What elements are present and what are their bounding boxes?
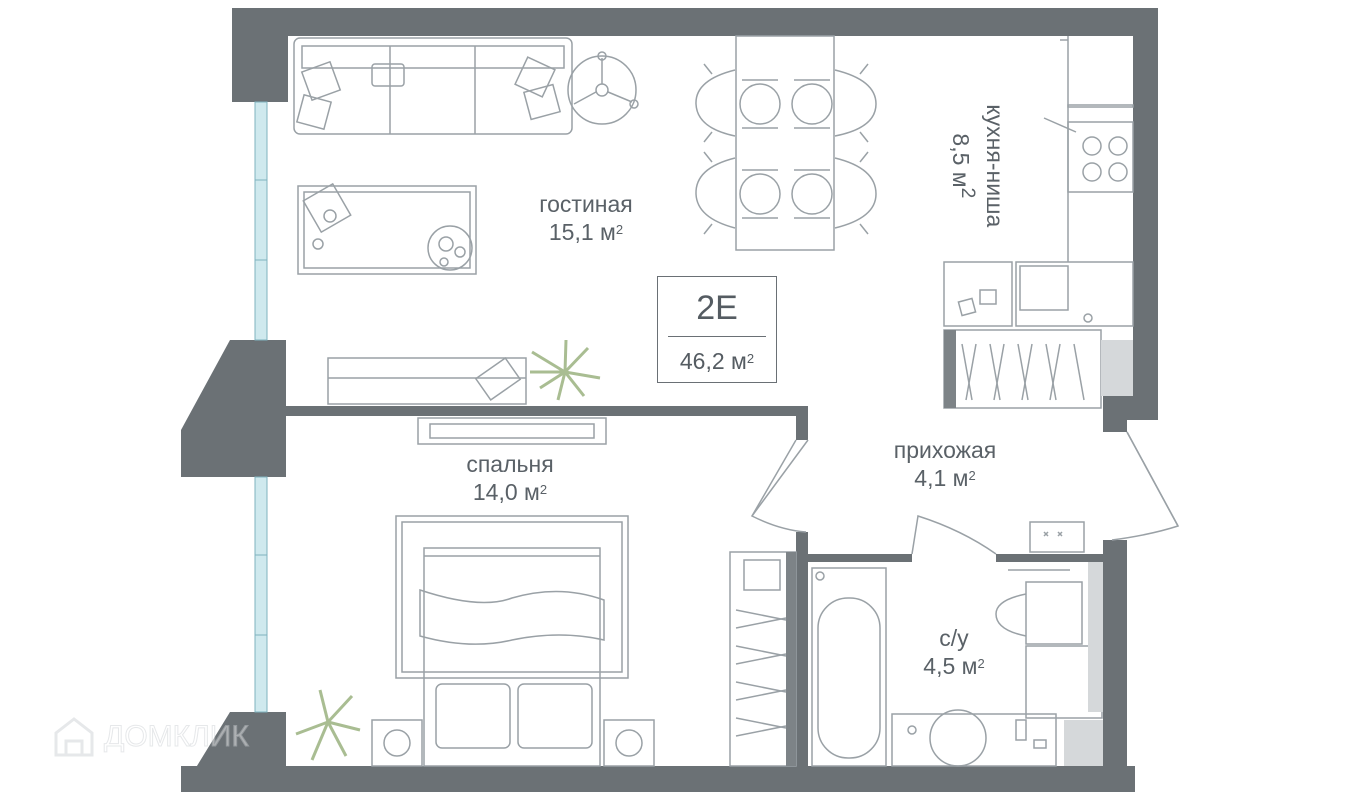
house-logo-icon — [54, 717, 94, 757]
bathroom-label: с/у 4,5 м2 — [854, 624, 1054, 680]
plant-living — [530, 339, 601, 401]
round-table — [567, 51, 639, 125]
doors — [750, 431, 1180, 555]
hallway-name: прихожая — [893, 437, 997, 463]
wardrobe-kitchen — [943, 329, 1133, 409]
kitchen-label: кухня-ниша 8,5 м2 — [948, 55, 1008, 245]
badge-divider — [668, 336, 766, 337]
walls — [181, 8, 1158, 792]
apartment-total-area: 46,2 м2 — [679, 348, 755, 374]
bedroom-console — [417, 417, 607, 445]
wardrobe-bedroom — [729, 551, 797, 767]
tv-stand — [327, 356, 527, 405]
bedroom-label: спальня 14,0 м2 — [410, 450, 610, 506]
apartment-badge: 2E 46,2 м2 — [657, 276, 777, 383]
watermark-text: ДОМКЛИК — [104, 720, 250, 754]
living-room-area: 15,1 м2 — [548, 219, 624, 245]
kitchen-name: кухня-ниша — [981, 104, 1008, 228]
watermark: ДОМКЛИК — [52, 712, 249, 762]
hallway-area: 4,1 м2 — [914, 465, 976, 491]
bathroom-name: с/у — [939, 625, 969, 651]
window — [254, 101, 268, 713]
living-room-label: гостиная 15,1 м2 — [486, 190, 686, 246]
living-room-name: гостиная — [539, 191, 633, 217]
bed — [371, 515, 655, 767]
coffee-table — [297, 182, 477, 275]
bathroom-fixtures — [811, 562, 1103, 767]
hallway-label: прихожая 4,1 м2 — [845, 436, 1045, 492]
sofa — [293, 37, 573, 135]
apartment-code: 2E — [696, 289, 738, 327]
bedroom-name: спальня — [466, 451, 554, 477]
bathroom-area: 4,5 м2 — [923, 653, 985, 679]
bedroom-area: 14,0 м2 — [472, 479, 548, 505]
kitchen-units — [943, 36, 1134, 327]
dining-table — [695, 35, 877, 251]
kitchen-area: 8,5 м2 — [948, 133, 978, 199]
plant-bedroom — [295, 689, 361, 761]
